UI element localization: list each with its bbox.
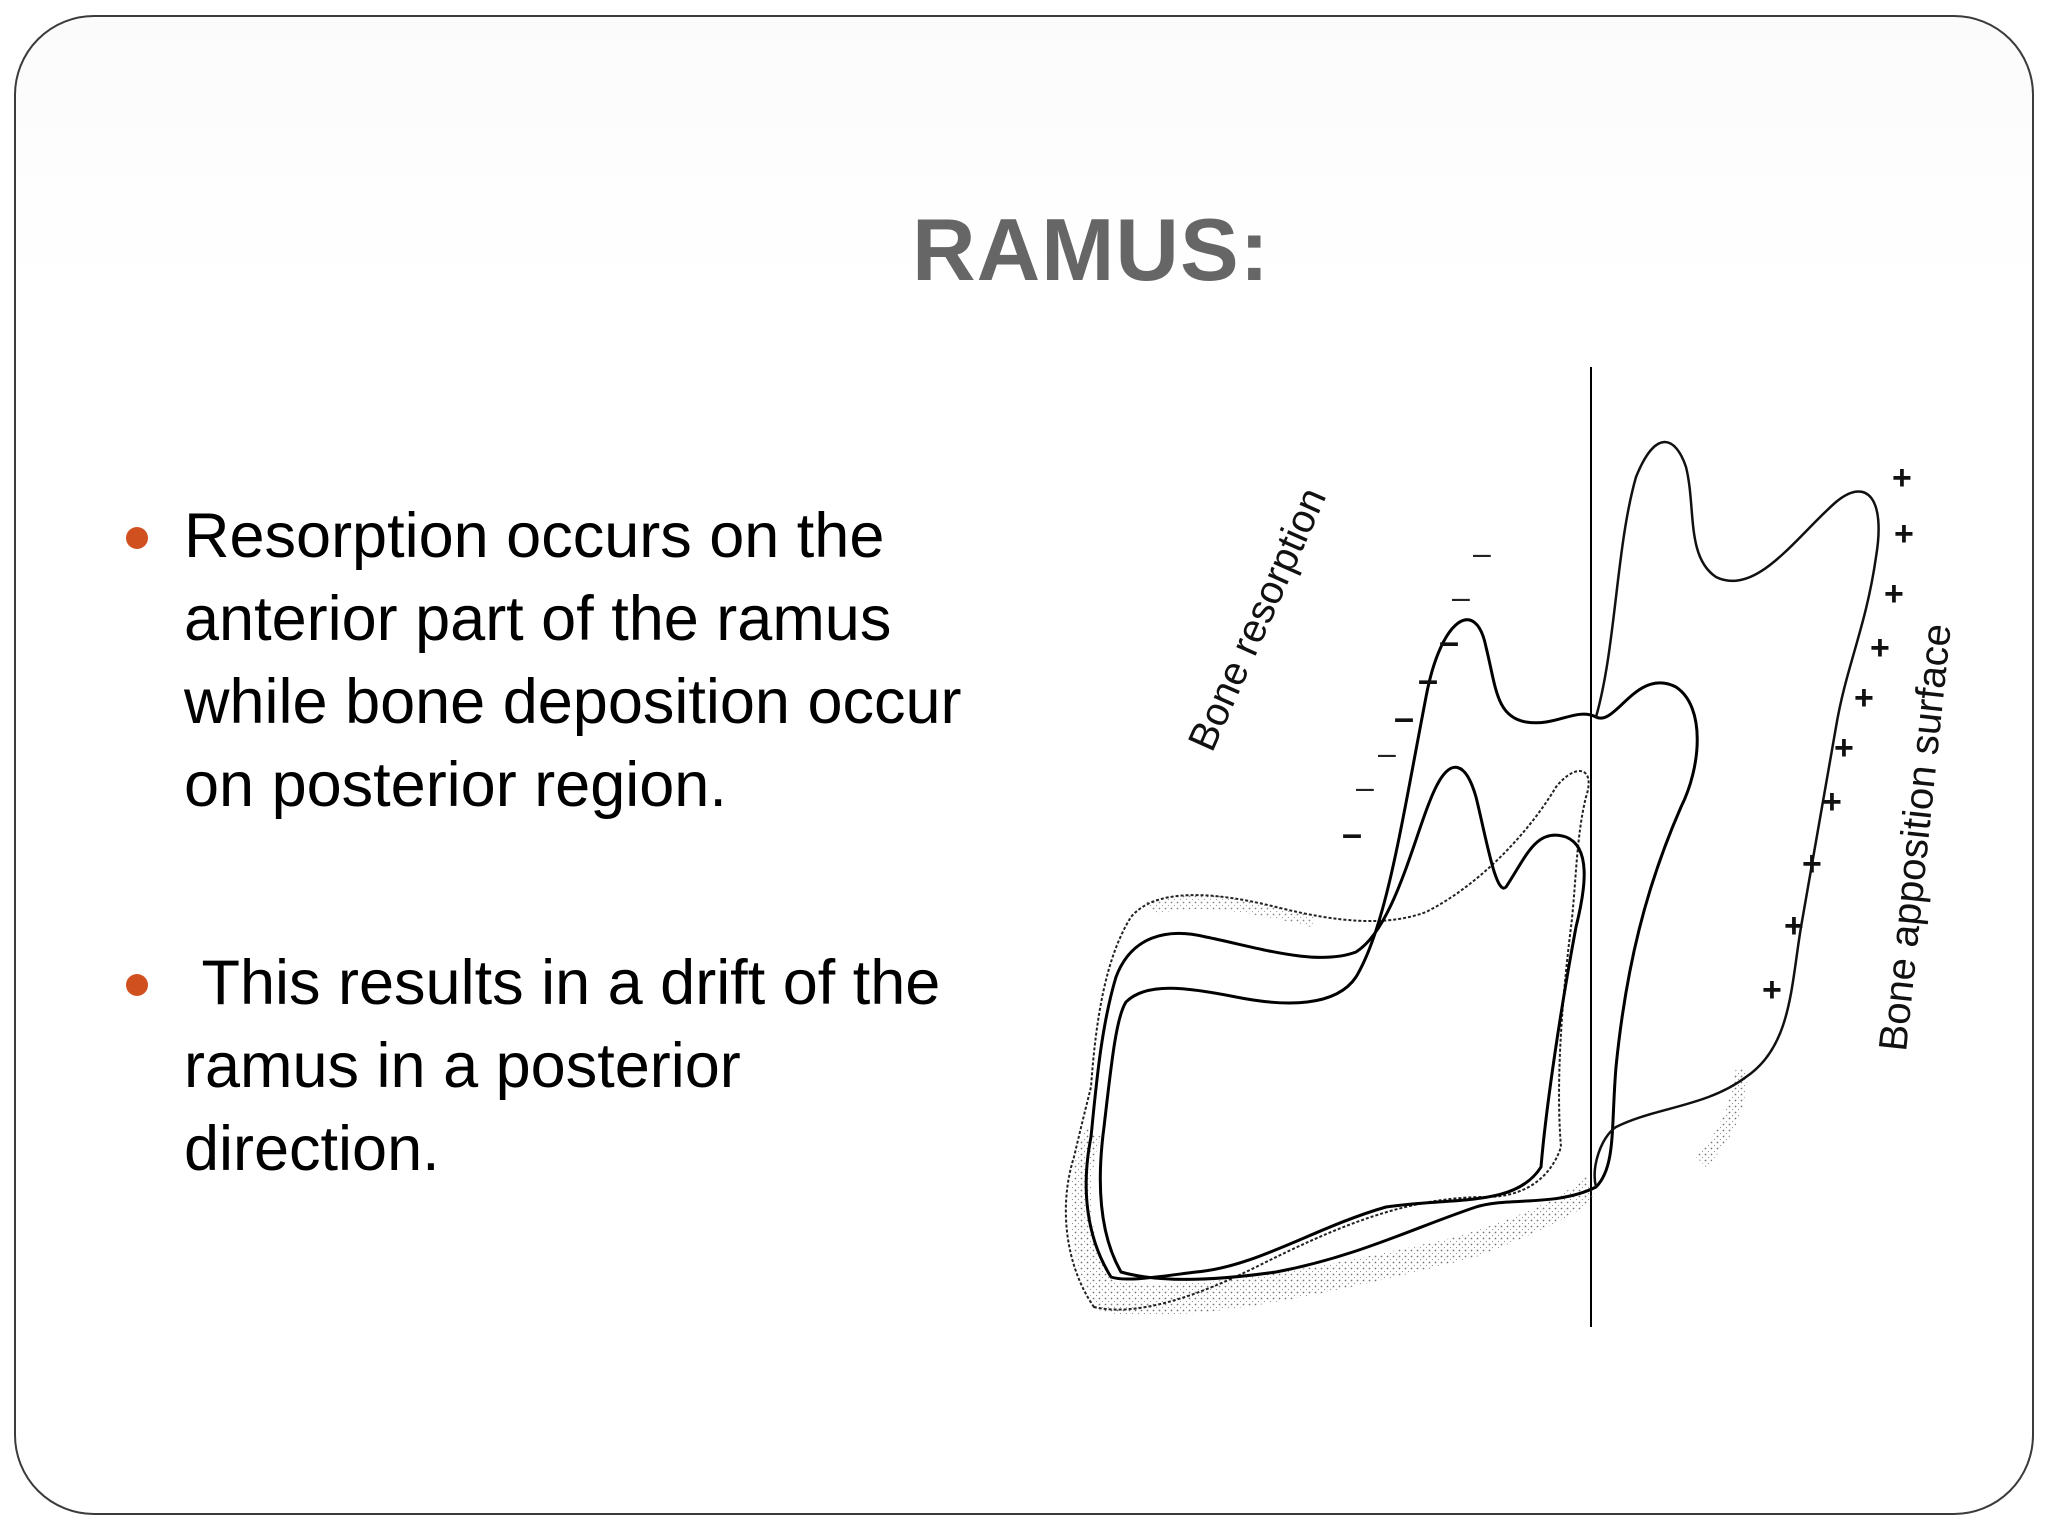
ramus-growth-diagram: Bone resorption Bone apposition surface … [1056,367,1996,1352]
apposition-mark: + [1892,459,1912,497]
apposition-mark: + [1762,971,1782,1009]
resorption-mark: – [1418,659,1439,700]
resorption-mark: – [1356,769,1374,805]
apposition-mark: + [1894,515,1914,553]
apposition-mark: + [1854,679,1874,717]
apposition-mark: + [1870,629,1890,667]
apposition-mark: + [1784,907,1804,945]
ramus-outline-stage-3 [1098,618,1699,1281]
apposition-mark: + [1822,783,1842,821]
bullet-dot-icon [126,974,148,996]
apposition-mark: + [1834,729,1854,767]
bullet-item-resorption: Resorption occurs on the anterior part o… [124,495,1004,827]
resorption-mark: – [1473,535,1491,571]
resorption-mark: – [1378,735,1396,771]
stippled-border-band [1070,1127,1596,1316]
resorption-mark: – [1452,579,1470,615]
resorption-mark: – [1342,813,1363,854]
resorption-mark: – [1394,697,1415,738]
bullet-list: Resorption occurs on the anterior part o… [124,495,1004,1306]
slide-frame: RAMUS: Resorption occurs on the anterior… [14,15,2034,1515]
apposition-mark: + [1802,845,1822,883]
bullet-item-drift: This results in a drift of the ramus in … [124,942,1004,1191]
ramus-outline-stage-1 [1064,770,1590,1311]
bullet-dot-icon [126,527,148,549]
ramus-outline-drawing [1064,367,1880,1327]
apposition-mark: + [1884,575,1904,613]
bullet-text: This results in a drift of the ramus in … [184,948,958,1184]
resorption-mark: – [1439,621,1460,662]
stippled-posterior-band [1696,1067,1748,1167]
slide-title: RAMUS: [912,200,1270,299]
bullet-text: Resorption occurs on the anterior part o… [184,501,980,820]
stippled-upper-band [1146,894,1316,927]
ramus-outline-stage-2 [1084,765,1586,1281]
ramus-outline-stage-4 [1593,440,1880,1188]
